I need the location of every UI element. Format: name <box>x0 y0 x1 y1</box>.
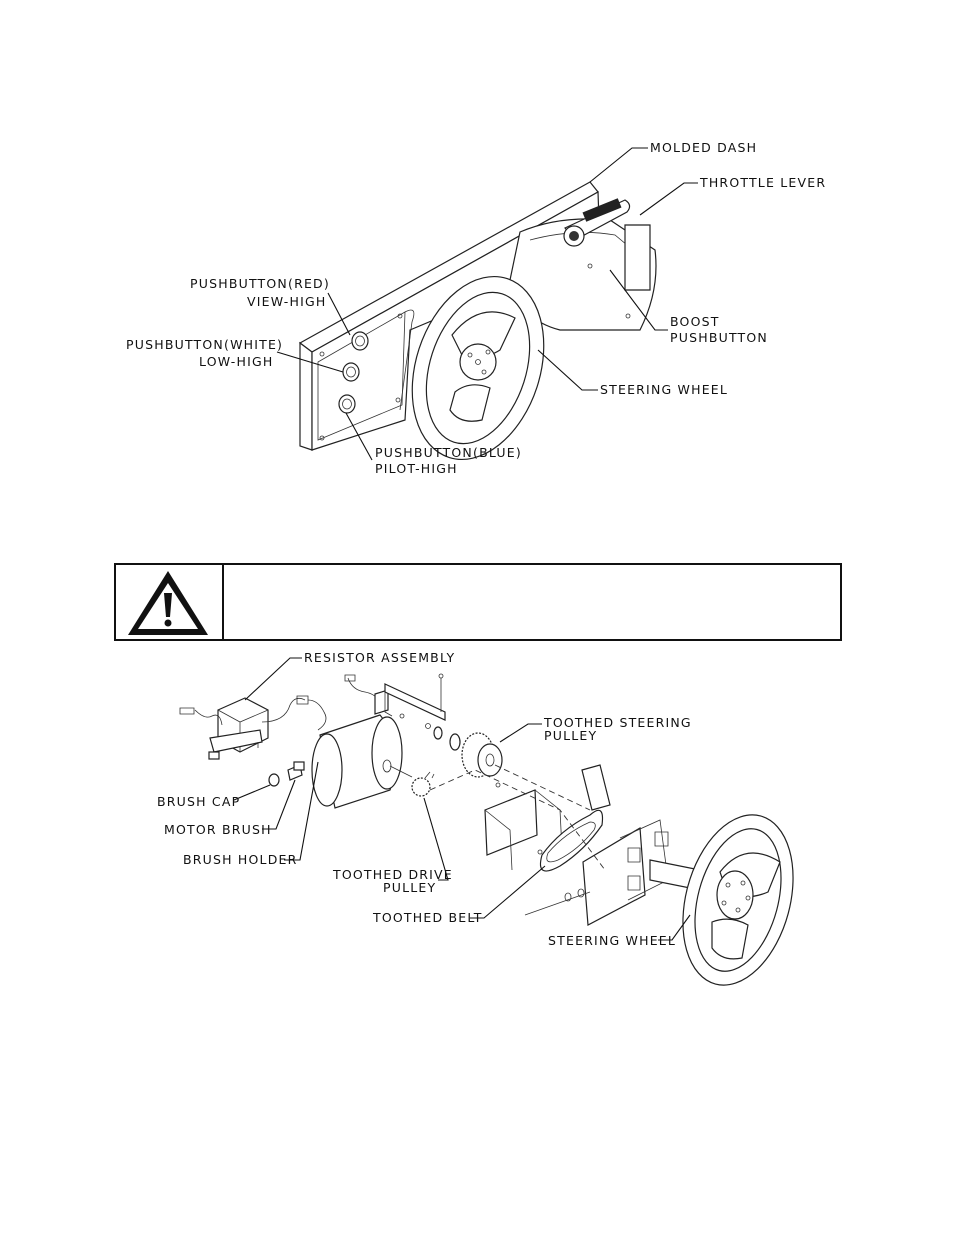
label-brush-holder: BRUSH HOLDER <box>183 852 298 867</box>
label-pushbutton-white: PUSHBUTTON(WHITE) <box>126 337 283 352</box>
brush-cap <box>268 773 280 787</box>
mount-plate <box>484 789 538 856</box>
leader-wheel <box>537 349 598 391</box>
steering-plate <box>582 826 646 926</box>
leader-throttle <box>639 182 698 216</box>
label-toothed-steering: TOOTHED STEERING <box>543 715 692 730</box>
toothed-belt <box>539 809 604 872</box>
dash-steering-wheel <box>411 275 545 461</box>
leader-resistor <box>244 657 302 701</box>
leader-brush-holder <box>284 761 319 861</box>
pushbutton-red <box>351 331 369 351</box>
throttle-grip <box>582 198 622 222</box>
label-toothed-drive: TOOTHED DRIVE <box>332 867 453 882</box>
leader-white <box>276 351 344 373</box>
warning-icon-cell <box>116 565 224 639</box>
leader-brush-cap <box>233 784 271 801</box>
label-toothed-belt: TOOTHED BELT <box>372 910 483 925</box>
steering-wheel-exploded <box>682 814 794 986</box>
label-motor-brush: MOTOR BRUSH <box>164 822 272 837</box>
label-steering-wheel: STEERING WHEEL <box>600 382 728 397</box>
pushbutton-blue <box>338 394 356 414</box>
label-throttle-lever: THROTTLE LEVER <box>699 175 826 190</box>
leader-steering-pulley <box>499 723 542 743</box>
toothed-drive-pulley <box>411 777 431 797</box>
leader-molded-dash <box>589 147 648 183</box>
leader-boost <box>609 269 668 331</box>
label-pushbutton-red: PUSHBUTTON(RED) <box>190 276 330 291</box>
leader-belt <box>470 865 546 919</box>
label-view-high: VIEW-HIGH <box>247 294 326 309</box>
motor <box>311 714 435 809</box>
throttle-post <box>624 224 651 291</box>
label-brush-cap: BRUSH CAP <box>157 794 240 809</box>
bracket <box>384 683 446 721</box>
dash-illustration <box>276 147 698 461</box>
label-steering-wheel-2: STEERING WHEEL <box>548 933 676 948</box>
label-resistor-assembly: RESISTOR ASSEMBLY <box>304 650 455 665</box>
label-molded-dash: MOLDED DASH <box>650 140 757 155</box>
plate-contour <box>399 309 415 411</box>
label-toothed-drive-pulley: PULLEY <box>383 880 436 895</box>
toothed-steering-pulley <box>461 732 503 778</box>
leader-blue <box>345 412 373 461</box>
label-pilot-high: PILOT-HIGH <box>375 461 458 476</box>
leader-steering-wheel <box>658 914 691 941</box>
steering-assembly-illustration <box>179 657 794 986</box>
bolt <box>524 891 591 916</box>
label-low-high: LOW-HIGH <box>199 354 274 369</box>
warning-triangle-icon <box>128 571 208 635</box>
label-pushbutton-blue: PUSHBUTTON(BLUE) <box>375 445 522 460</box>
button-plate <box>317 311 406 441</box>
leader-drive-pulley <box>423 797 449 881</box>
label-toothed-steering-pulley: PULLEY <box>544 728 597 743</box>
pushbutton-white <box>342 362 360 382</box>
label-boost-pushbutton: PUSHBUTTON <box>670 330 768 345</box>
label-boost: BOOST <box>670 314 720 329</box>
warning-box <box>114 563 842 641</box>
leader-motor-brush <box>262 779 296 830</box>
leader-red <box>327 292 351 336</box>
